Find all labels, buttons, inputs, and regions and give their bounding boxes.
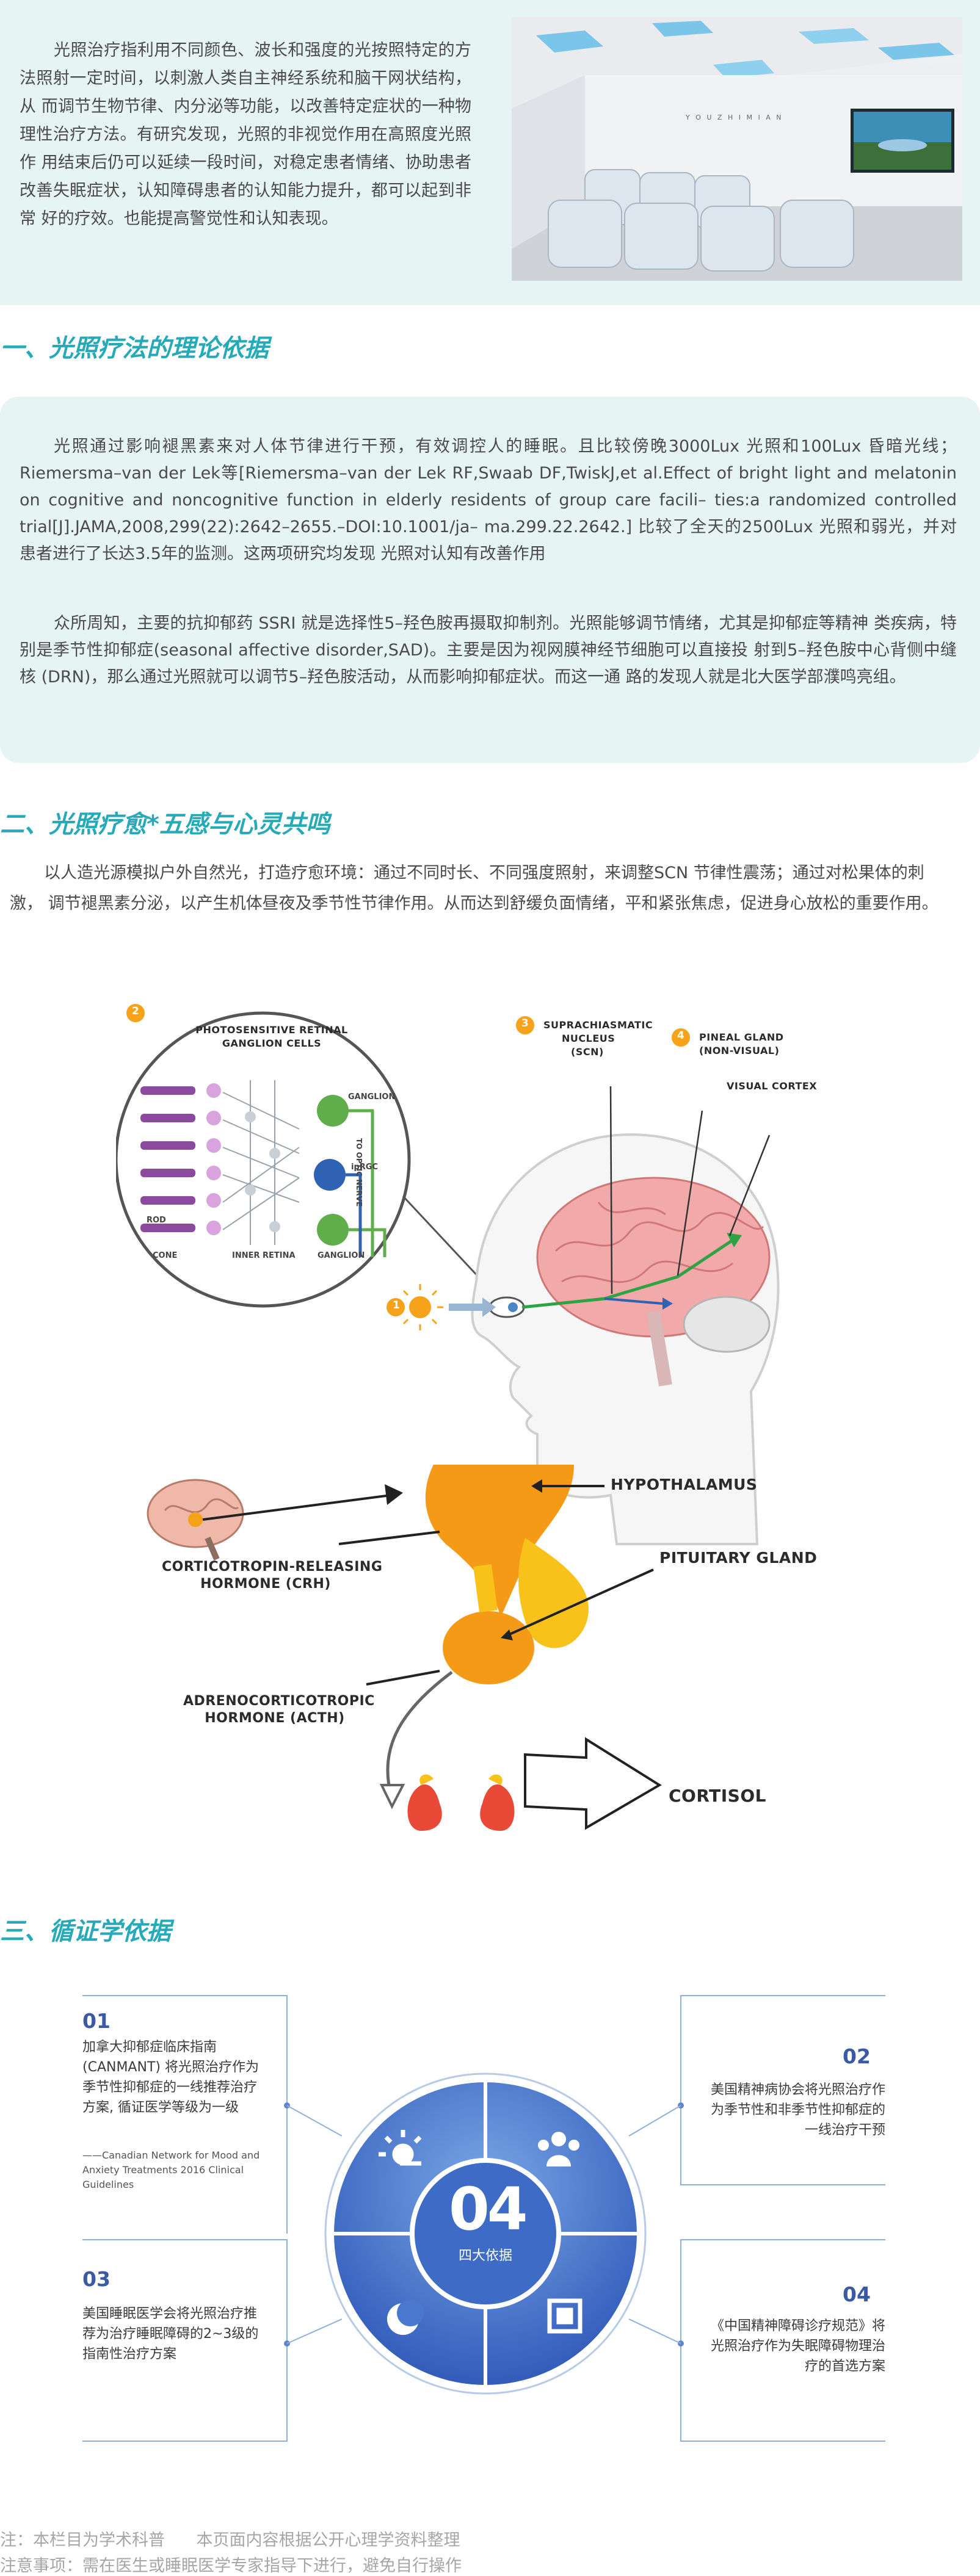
rod-label: ROD xyxy=(147,1216,166,1225)
pituitary-shape xyxy=(443,1611,534,1684)
evidence-card-4-number: 04 xyxy=(843,2282,871,2306)
retina-title-line1: PHOTOSENSITIVE RETINAL xyxy=(195,1024,348,1036)
scn-label-line2: NUCLEUS xyxy=(562,1033,615,1044)
hypothalamus-shape xyxy=(425,1465,574,1617)
cone-label: CONE xyxy=(153,1251,178,1260)
theory-paragraph-2: 众所周知，主要的抗抑郁药 SSRI 就是选择性5–羟色胺再摄取抑制剂。光照能够调… xyxy=(20,614,957,687)
badge-number-1: 1 xyxy=(393,1299,401,1311)
scn-label-line3: (SCN) xyxy=(571,1046,604,1058)
iprgc-label: ipRGC xyxy=(351,1163,378,1172)
footer-note: 注：本栏目为学术科普 本页面内容根据公开心理学资料整理 xyxy=(0,2531,460,2550)
evidence-card-2-text: 美国精神病协会将光照治疗作为季节性和非季节性抑郁症的一线治疗干预 xyxy=(710,2082,885,2138)
to-optic-nerve-label: TO OPTIC NERVE xyxy=(355,1138,363,1207)
light-pathway-diagram: 2 PHOTOSENSITIVE RETINAL GANGLION CELLS … xyxy=(116,995,837,1568)
focus-frame-icon xyxy=(547,2298,583,2334)
inner-retina-label: INNER RETINA xyxy=(232,1251,296,1260)
badge-number-4: 4 xyxy=(677,1030,685,1042)
visual-cortex-label: VISUAL CORTEX xyxy=(727,1080,818,1092)
acth-label-line2: HORMONE (ACTH) xyxy=(205,1711,345,1726)
evidence-card-4-text: 《中国精神障碍诊疗规范》将光照治疗作为失眠障碍物理治疗的首选方案 xyxy=(710,2318,885,2374)
people-icon xyxy=(538,2132,579,2167)
hpa-axis-svg xyxy=(147,1465,662,1831)
evidence-center-number: 04 xyxy=(449,2175,528,2243)
retina-title-line2: GANGLION CELLS xyxy=(222,1037,322,1049)
five-senses-paragraph: 以人造光源模拟户外自然光，打造疗愈环境：通过不同时长、不同强度照射，来调整SCN… xyxy=(10,864,938,913)
pineal-label-line2: (NON-VISUAL) xyxy=(699,1045,780,1056)
theory-card: 光照通过影响褪黑素来对人体节律进行干预，有效调控人的睡眠。且比较傍晚3000Lu… xyxy=(0,397,980,763)
intro-paragraph: 光照治疗指利用不同颜色、波长和强度的光按照特定的方法照射一定时间，以刺激人类自主… xyxy=(20,41,471,228)
evidence-card-3-number: 03 xyxy=(82,2267,111,2291)
crh-label-line2: HORMONE (CRH) xyxy=(200,1576,331,1592)
wall-lettering: Y O U Z H I M I A N xyxy=(685,114,783,121)
moon-icon xyxy=(387,2300,424,2335)
ganglion-label-top: GANGLION xyxy=(348,1092,396,1102)
section-title-evidence: 三、循证学依据 xyxy=(0,1918,171,1946)
evidence-infographic: 04 四大依据 01 加拿大抑郁症临床指南(CANMANT) 将光照治疗作为季节… xyxy=(0,1977,980,2478)
evidence-card-3-text: 美国睡眠医学会将光照治疗推荐为治疗睡眠障碍的2~3级的指南性治疗方案 xyxy=(82,2306,259,2362)
therapy-room-illustration: Y O U Z H I M I A N xyxy=(512,17,962,281)
evidence-card-1-source: ——Canadian Network for Mood and Anxiety … xyxy=(82,2149,260,2190)
evidence-card-1-number: 01 xyxy=(82,2009,111,2033)
right-kidney xyxy=(480,1784,515,1831)
left-kidney xyxy=(407,1784,442,1831)
evidence-infographic-svg xyxy=(82,1995,885,2442)
pineal-label-line1: PINEAL GLAND xyxy=(699,1031,784,1043)
sun-rays-icon xyxy=(379,2130,422,2166)
scn-label-line1: SUPRACHIASMATIC xyxy=(543,1019,653,1031)
hypothalamus-label: HYPOTHALAMUS xyxy=(611,1476,758,1493)
evidence-card-2-number: 02 xyxy=(843,2044,871,2068)
pituitary-gland-label: PITUITARY GLAND xyxy=(659,1549,818,1567)
section-title-five-senses: 二、光照疗愈*五感与心灵共鸣 xyxy=(0,810,330,839)
crh-label-line1: CORTICOTROPIN-RELEASING xyxy=(162,1559,383,1575)
hpa-axis-diagram: HYPOTHALAMUS PITUITARY GLAND CORTICOTROP… xyxy=(134,1452,837,1831)
badge-number-3: 3 xyxy=(521,1017,529,1030)
sun-icon xyxy=(409,1296,431,1318)
cortisol-arrow xyxy=(524,1737,662,1830)
section-title-theory: 一、光照疗法的理论依据 xyxy=(0,334,269,363)
theory-paragraph-1: 光照通过影响褪黑素来对人体节律进行干预，有效调控人的睡眠。且比较傍晚3000Lu… xyxy=(20,437,957,563)
therapy-room-photo: Y O U Z H I M I A N xyxy=(512,17,962,281)
footer-caution: 注意事项：需在医生或睡眠医学专家指导下进行，避免自行操作 xyxy=(0,2556,462,2575)
acth-label-line1: ADRENOCORTICOTROPIC xyxy=(183,1694,375,1709)
ganglion-label-bottom: GANGLION xyxy=(318,1251,365,1260)
light-pathway-svg xyxy=(116,1004,780,1545)
intro-panel: 光照治疗指利用不同颜色、波长和强度的光按照特定的方法照射一定时间，以刺激人类自主… xyxy=(0,0,980,305)
evidence-card-1-text: 加拿大抑郁症临床指南(CANMANT) 将光照治疗作为季节性抑郁症的一线推荐治疗… xyxy=(82,2040,259,2115)
badge-number-2: 2 xyxy=(132,1005,140,1017)
evidence-center-label: 四大依据 xyxy=(458,2248,512,2264)
retina-magnifier xyxy=(116,1011,411,1308)
cortisol-label: CORTISOL xyxy=(669,1786,766,1806)
